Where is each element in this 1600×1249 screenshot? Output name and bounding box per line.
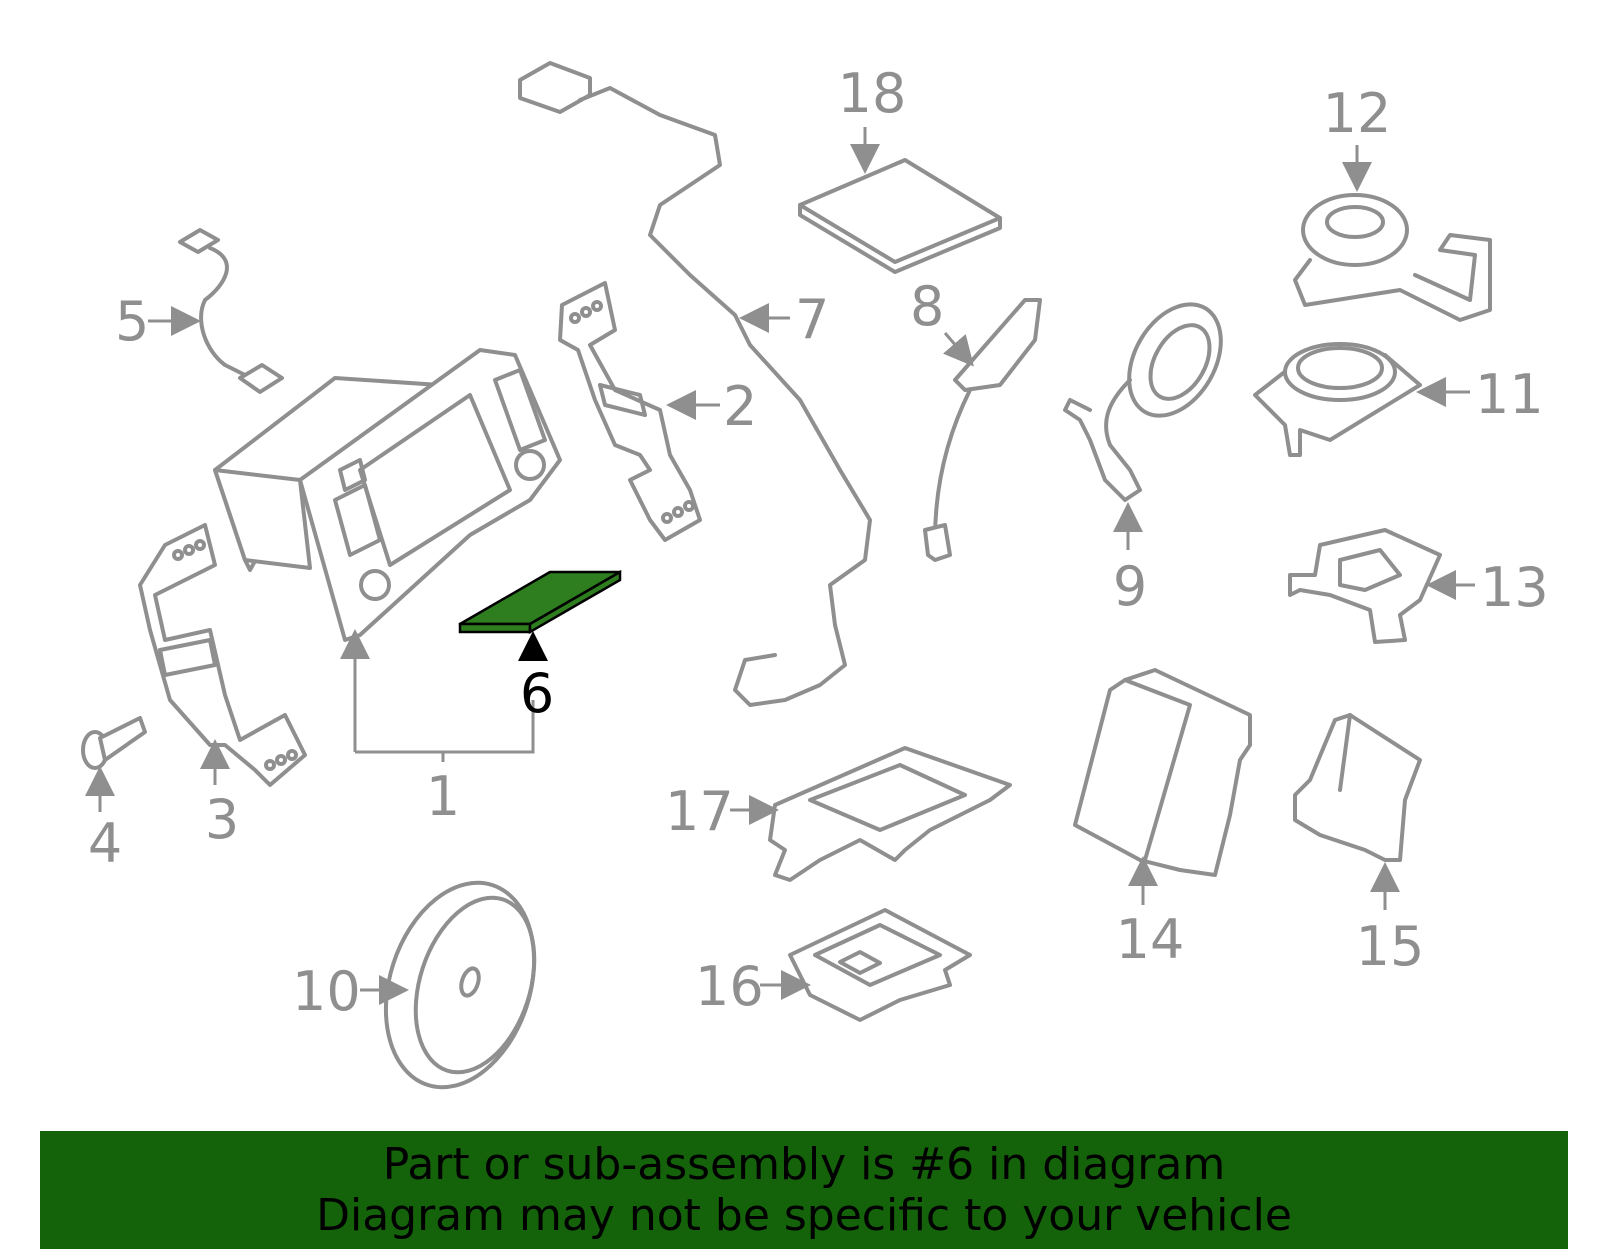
callout-3: 3 — [205, 788, 239, 851]
speaker-11-part — [1253, 342, 1422, 457]
callout-12: 12 — [1323, 82, 1392, 145]
callout-5: 5 — [115, 290, 149, 353]
callout-1: 1 — [426, 765, 460, 828]
info-banner: Part or sub-assembly is #6 in diagram Di… — [40, 1131, 1568, 1249]
bracket-17-part — [768, 746, 1012, 882]
callout-6: 6 — [520, 662, 554, 725]
cover-18-part — [798, 158, 1002, 274]
callout-16: 16 — [695, 955, 764, 1018]
antenna-cable-part — [518, 61, 872, 707]
left-bracket-part — [138, 523, 307, 787]
callout-17: 17 — [665, 780, 734, 843]
bracket-16-part — [788, 908, 972, 1022]
callout-13: 13 — [1480, 556, 1549, 619]
callout-18: 18 — [838, 62, 907, 125]
callout-9: 9 — [1113, 555, 1147, 618]
speaker-part — [383, 880, 537, 1090]
banner-line-2: Diagram may not be specific to your vehi… — [316, 1190, 1292, 1241]
bracket-8-part — [923, 298, 1042, 562]
callout-10: 10 — [292, 960, 361, 1023]
banner-line-1: Part or sub-assembly is #6 in diagram — [382, 1139, 1226, 1190]
callout-4: 4 — [88, 812, 122, 875]
small-harness-part — [178, 228, 284, 394]
callout-15: 15 — [1356, 915, 1425, 978]
callout-7: 7 — [795, 288, 829, 351]
callout-11: 11 — [1475, 363, 1544, 426]
module-15-part — [1293, 713, 1422, 862]
highlighted-part-6 — [458, 569, 622, 635]
tweeter-part — [1063, 302, 1223, 502]
leader-lines — [85, 127, 1475, 1005]
bracket-13-part — [1288, 528, 1442, 644]
callout-2: 2 — [723, 375, 757, 438]
callout-8: 8 — [910, 275, 944, 338]
speaker-12-part — [1293, 193, 1492, 322]
head-unit-part — [213, 348, 562, 642]
callout-14: 14 — [1116, 908, 1185, 971]
parts-diagram: 1 2 3 4 5 6 7 8 9 10 11 12 13 14 15 16 1… — [81, 61, 1549, 1090]
right-bracket-part — [558, 281, 702, 542]
module-14-part — [1073, 668, 1252, 877]
screw-part — [81, 716, 147, 770]
